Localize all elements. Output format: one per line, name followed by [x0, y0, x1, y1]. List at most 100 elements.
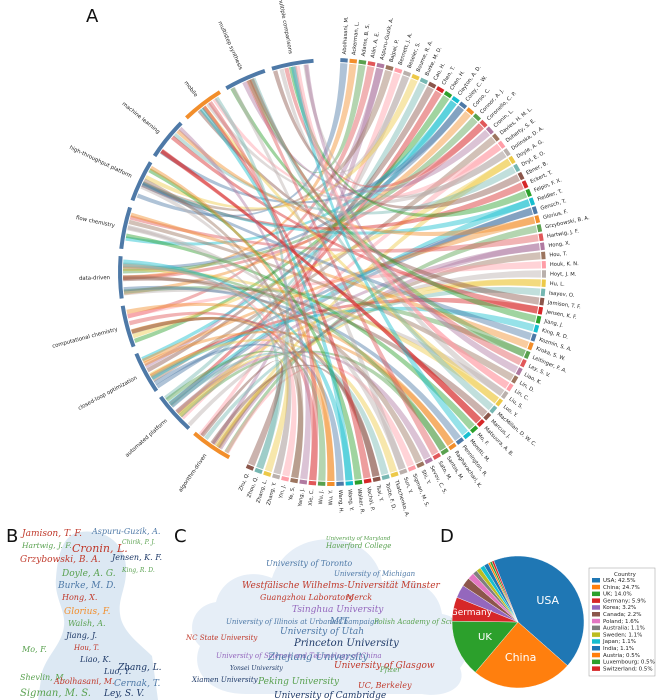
chord-ribbon [141, 182, 532, 340]
pie-slice-label: UK [478, 632, 492, 643]
segment-label: computational chemistry [52, 326, 119, 349]
author-arc [519, 358, 527, 368]
chord-ribbon [127, 261, 541, 319]
chord-ribbon [210, 364, 380, 478]
author-label: Jiang, J. [543, 318, 564, 328]
legend-label: USA; 42.5% [603, 578, 635, 584]
institution-word: Merck [345, 593, 372, 602]
author-arc [485, 126, 494, 135]
author-label: Isayev, O. [549, 290, 575, 298]
institution-word: Haverford College [325, 542, 391, 550]
author-label: Alán, A. E. [369, 31, 381, 59]
author-label: Jensen, K. F. [545, 309, 578, 321]
author-arc [506, 383, 514, 392]
author-label: Wang, Y. [346, 489, 354, 511]
chord-ribbon [130, 212, 530, 349]
author-label: Vachal, P. [365, 486, 375, 511]
chord-ribbon [175, 279, 541, 414]
institution-word: Guangzhou Laboratory [260, 593, 354, 602]
segment-arc [193, 431, 231, 460]
chord-arcs [118, 58, 547, 486]
author-arc [419, 77, 429, 85]
segment-arc [134, 352, 159, 392]
author-label: Tsai, Y. [374, 484, 384, 503]
chord-ribbon [176, 129, 536, 236]
author-arc [402, 70, 412, 77]
institution-word: NC State University [185, 634, 258, 642]
panel-label-c: C [174, 526, 187, 547]
author-label: Jamison, T. F. [546, 300, 581, 311]
author-label: Sun, Y. [402, 476, 413, 494]
legend-swatch [592, 659, 600, 665]
author-arc [290, 477, 299, 484]
chord-ribbons [123, 63, 542, 481]
institution-word: Westfälische Wilhelms-Universität Münste… [242, 581, 441, 591]
author-arc [345, 480, 354, 486]
author-arc [367, 61, 376, 67]
pie-slice-label: USA [536, 594, 559, 607]
author-arc [308, 480, 317, 486]
institution-word: UC, Berkeley [358, 681, 412, 690]
author-arc [432, 452, 441, 460]
author-word: Doyle, A. G. [61, 569, 116, 579]
legend-label: China; 24.7% [603, 585, 640, 591]
head-silhouette [38, 531, 158, 700]
author-word: Shevlin, M. [20, 673, 66, 682]
author-word: Mo, F. [21, 645, 47, 654]
chord-ribbon [200, 360, 284, 467]
chord-ribbon [123, 276, 488, 417]
author-arc [540, 288, 546, 297]
author-arc [539, 297, 545, 306]
panel-label-d: D [440, 526, 454, 547]
institution-word: Princeton University [293, 638, 399, 649]
author-label: Xie, C. [308, 488, 316, 506]
legend-swatch [592, 652, 600, 658]
legend-label: Poland; 1.6% [603, 619, 639, 625]
author-arc [521, 180, 529, 189]
author-arc [427, 81, 437, 89]
institution-word: Tsinghua University [292, 605, 384, 615]
cloud-silhouette [192, 539, 469, 695]
pie-slice-label: Germany [451, 608, 493, 618]
institution-word: University of Toronto [266, 559, 352, 568]
author-arc [435, 86, 445, 94]
pie-slice [475, 621, 568, 689]
author-label: Wang, H. [337, 490, 344, 514]
segment-arc [271, 58, 314, 71]
legend-swatch [592, 584, 600, 590]
author-label: Abolhasani, M. [342, 16, 350, 55]
segment-arc [120, 305, 136, 348]
author-word: Ley, S. V. [103, 689, 144, 699]
author-word: Liao, K. [79, 655, 111, 664]
pie-slice [491, 560, 519, 623]
legend-label: Germany; 5.9% [603, 598, 646, 604]
author-arc [416, 461, 425, 469]
legend-swatch [592, 598, 600, 603]
author-arc [536, 224, 543, 233]
pie-slice-label: China [505, 651, 536, 664]
author-arc [376, 62, 385, 69]
chord-ribbon [156, 207, 533, 389]
institution-word: Xiamen University [191, 676, 259, 684]
author-arc [385, 65, 394, 71]
legend-label: Japan; 1.1% [602, 639, 636, 645]
author-label: Adams, B. S. [361, 23, 372, 57]
author-word: Jamison, T. F. [20, 529, 82, 539]
author-arc [513, 163, 521, 173]
author-word: Glorius, F. [64, 607, 111, 617]
institution-word: University of Maryland [326, 536, 391, 542]
pie-legend: Country USA; 42.5%China; 24.7%UK; 14.0%G… [588, 567, 656, 677]
author-arc [489, 405, 498, 414]
author-label: Hou, T. [549, 251, 568, 258]
institution-word: University of Cambridge [274, 691, 386, 700]
segment-arc [225, 69, 266, 90]
institution-word: University of Michigan [334, 570, 416, 578]
author-arc [525, 188, 532, 198]
chord-ribbon [141, 182, 524, 230]
author-arc [479, 119, 488, 128]
author-arc [497, 140, 506, 149]
legend-swatch [592, 612, 600, 617]
segment-label: data-driven [79, 275, 110, 282]
